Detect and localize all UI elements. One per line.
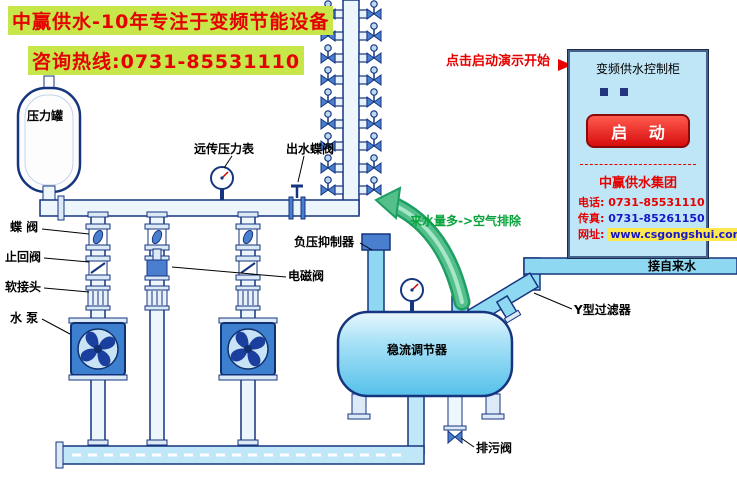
cabinet-phone-line: 电话: 0731-85531110 [578,194,705,210]
drain-valve-shape [447,429,456,445]
label-tap-water: 接自来水 [648,259,697,273]
solenoid-valve-shape [144,248,170,281]
leader-lines [41,155,573,448]
start-button[interactable]: 启 动 [586,114,690,148]
remote-pressure-gauge-shape [210,166,234,201]
outlet-butterfly-valve-shape [288,184,306,220]
label-air-note: 来水量多->空气排除 [410,214,522,228]
cabinet-company: 中赢供水集团 [598,176,677,191]
banner-hotline: 咨询热线:0731-85531110 [28,46,305,75]
website-label: 网址: [578,228,605,241]
pressure-tank-shape [16,75,82,213]
cabinet-divider [580,164,696,165]
tank-pressure-gauge-shape [400,278,424,313]
pump-1-shape [68,317,128,381]
banner-title: 中赢供水-10年专注于变频节能设备 [8,6,334,35]
label-demo-hint: 点击启动演示开始 [446,54,551,69]
fax-label: 传真: [578,212,605,225]
indicator-light-icon [620,88,628,96]
control-cabinet: 变频供水控制柜 启 动 中赢供水集团 电话: 0731-85531110 传真:… [567,49,737,259]
indicator-light-icon [600,88,608,96]
cabinet-fax-line: 传真: 0731-85261150 [578,210,705,226]
label-y-filter: Y型过滤器 [574,303,631,317]
pump-line-1 [68,223,128,446]
demo-hint-arrow [558,59,572,71]
label-negative-pressure-suppressor: 负压抑制器 [294,235,355,249]
cabinet-indicator-lights [600,88,628,96]
label-flexible-joint: 软接头 [5,280,42,294]
label-remote-pressure-gauge: 远传压力表 [194,142,255,156]
label-flow-regulator: 稳流调节器 [387,343,448,357]
fax-number: 0731-85261150 [608,212,705,225]
label-solenoid-valve: 电磁阀 [288,269,325,283]
label-check-valve: 止回阀 [5,250,42,264]
air-flow-arrow [374,186,471,311]
phone-number: 0731-85531110 [608,196,705,209]
flow-regulator-tank-shape [336,310,514,398]
label-butterfly-valve: 蝶 阀 [10,220,39,234]
solenoid-line [144,223,170,446]
cabinet-website-line: 网址: www.csgongshui.com [578,226,737,242]
cabinet-title: 变频供水控制柜 [595,62,680,76]
phone-label: 电话: [578,196,605,209]
y-filter-shape [495,294,522,324]
pump-2-shape [218,317,278,381]
pump-line-2 [218,223,278,446]
tank-fittings [347,233,505,455]
negative-pressure-suppressor-shape [361,233,391,251]
main-pipe [39,195,360,221]
suction-pipe [55,441,425,469]
label-pressure-tank: 压力罐 [27,109,64,123]
label-outlet-butterfly-valve: 出水蝶阀 [286,142,335,156]
label-water-pump: 水 泵 [10,311,39,325]
label-drain-valve: 排污阀 [476,441,513,455]
website-url: www.csgongshui.com [608,228,737,241]
